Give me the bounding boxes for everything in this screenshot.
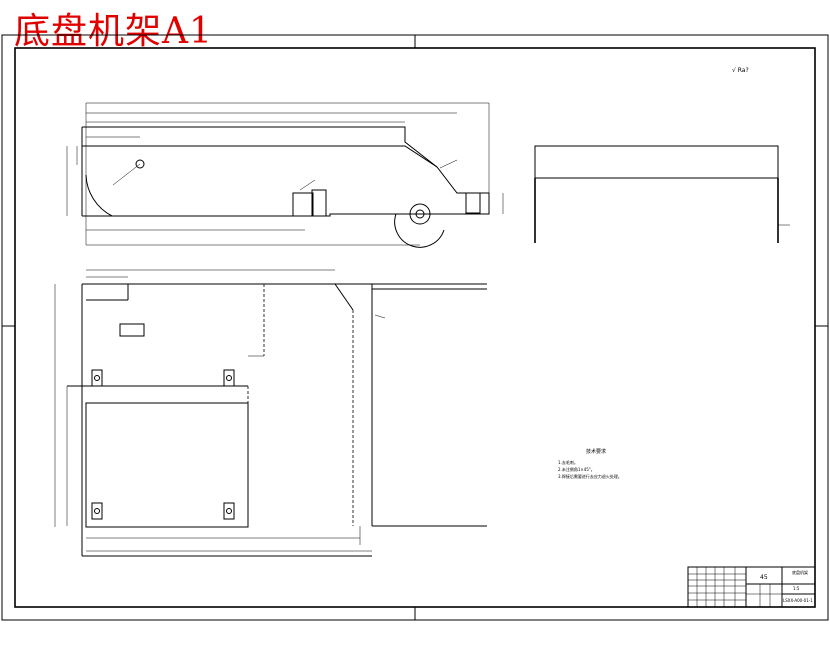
- side-view: [534, 145, 790, 243]
- notes-line-3: 3.焊接后需要进行去应力退火处理。: [558, 473, 622, 479]
- technical-notes: 技术要求 1.去毛刺。 2.未注倒角1×45°。 3.焊接后需要进行去应力退火处…: [558, 448, 622, 479]
- notes-line-2: 2.未注倒角1×45°。: [558, 466, 595, 472]
- centering-marks: [2, 35, 828, 620]
- surface-roughness-note: √ Ra?: [732, 67, 749, 74]
- top-view: [54, 269, 487, 557]
- inner-frame: [14, 47, 816, 608]
- scale-value: 1:5: [793, 586, 800, 591]
- front-view: [66, 102, 504, 248]
- drawing-number: LSXX-A00-01-1: [783, 598, 813, 603]
- notes-line-1: 1.去毛刺。: [558, 459, 578, 465]
- material-value: 45: [760, 574, 768, 581]
- outer-border: [1, 34, 829, 621]
- page-title: 底盘机架A1: [14, 11, 213, 52]
- part-name: 底盘机架: [792, 569, 808, 575]
- notes-heading: 技术要求: [586, 448, 606, 455]
- title-block: 45 底盘机架 1:5 LSXX-A00-01-1: [687, 566, 816, 608]
- mounting-holes: [91, 369, 235, 520]
